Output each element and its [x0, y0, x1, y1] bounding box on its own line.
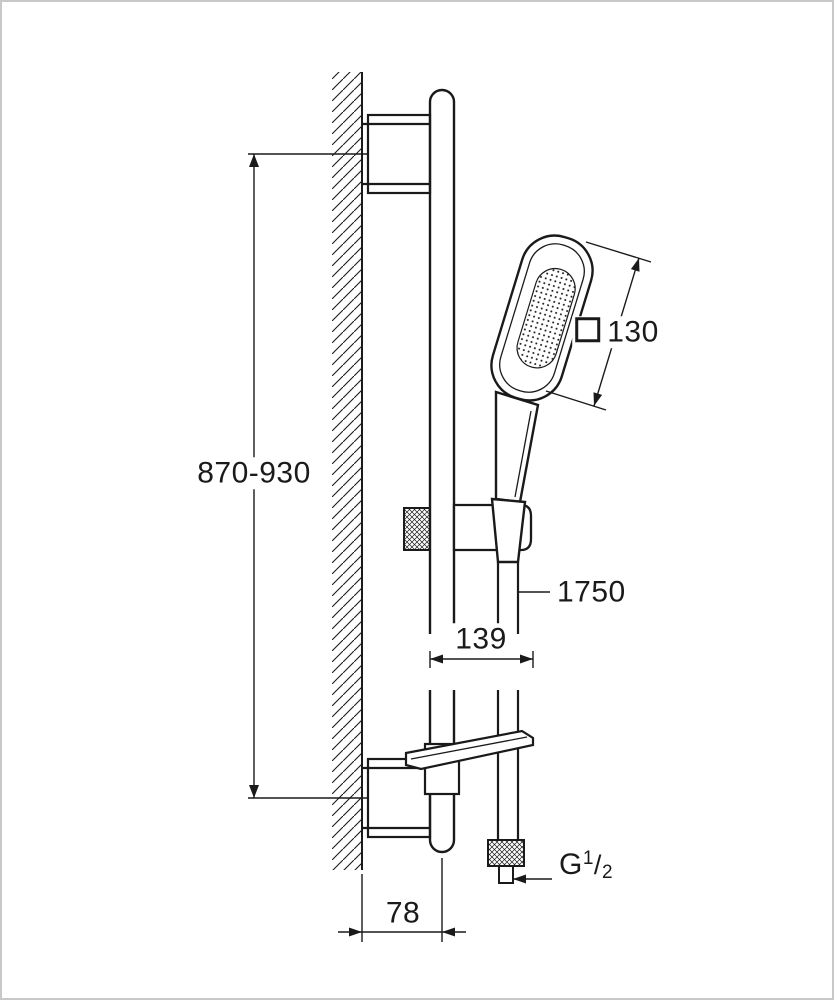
- thread-numerator: 1: [582, 848, 594, 870]
- spray-face: [516, 267, 576, 369]
- top-wall-bracket: [362, 113, 432, 195]
- dimension-hose-offset: 139: [452, 623, 510, 655]
- thread-denominator: 2: [601, 862, 614, 884]
- dimension-wall-offset: 78: [382, 897, 424, 929]
- fraction-slash: /: [593, 850, 602, 881]
- wall-hatching: [332, 72, 363, 870]
- dimension-head-size-value: 130: [607, 315, 659, 349]
- dimension-hose-length: 1750: [554, 576, 629, 608]
- soap-tray: [404, 729, 535, 796]
- dimension-mounting-height: 870-930: [194, 457, 314, 489]
- shower-hose-upper: [496, 562, 520, 634]
- square-outline-icon: [575, 317, 601, 343]
- thread-prefix: G: [559, 848, 583, 882]
- hose-connector-cone: [490, 497, 527, 564]
- hose-nut: [487, 839, 525, 884]
- dimension-thread-size: G1/2: [556, 848, 617, 884]
- shower-hose-lower: [496, 690, 520, 840]
- bottom-wall-bracket: [362, 757, 432, 839]
- dimension-head-size: 130: [572, 316, 662, 348]
- shower-rail: [428, 88, 456, 854]
- hand-shower: [490, 234, 594, 564]
